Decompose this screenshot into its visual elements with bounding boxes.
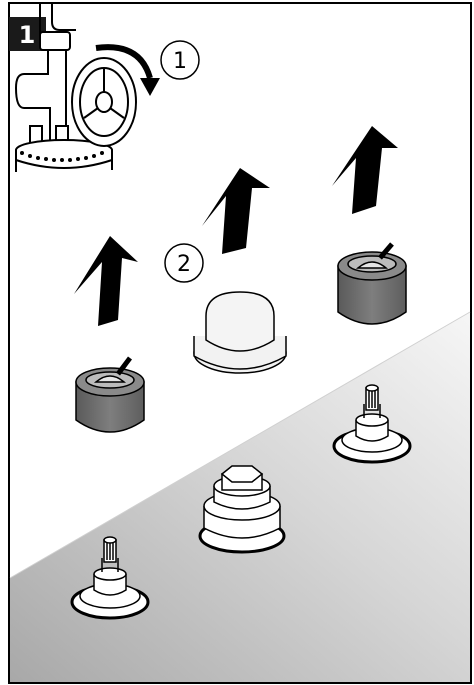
shutoff-valve-icon <box>14 4 160 172</box>
up-arrow-icon <box>74 236 138 326</box>
valve-stem-left <box>70 536 150 620</box>
deck-edge <box>9 311 471 579</box>
callout-1-label: 1 <box>173 49 187 74</box>
callout-2-label: 2 <box>177 252 191 277</box>
handle-cap-right <box>337 242 407 325</box>
up-arrow-icon <box>332 126 398 214</box>
up-arrow-icon <box>202 168 270 254</box>
callout-1: 1 <box>160 40 200 80</box>
step-number: 1 <box>19 21 36 49</box>
handle-cap-left <box>75 356 145 433</box>
callout-2: 2 <box>164 243 204 283</box>
handle-cap-center <box>193 291 287 374</box>
valve-body-center <box>198 465 286 554</box>
valve-stem-right <box>332 384 412 464</box>
